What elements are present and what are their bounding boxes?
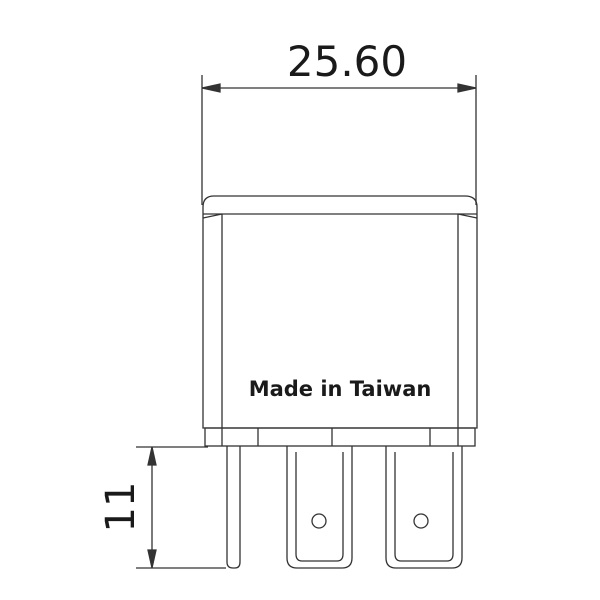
blade-terminal-2-outline <box>385 446 463 569</box>
width-dimension <box>201 75 477 205</box>
relay-body-outline <box>202 195 478 429</box>
arrowhead-up-icon <box>147 446 157 466</box>
relay-base-strip <box>204 427 476 447</box>
blade-terminal-1 <box>286 446 353 569</box>
blade-terminal-1-inner <box>295 452 344 562</box>
relay-base <box>204 427 476 447</box>
thin-pin <box>226 446 241 569</box>
blade-terminal-2-inner <box>394 452 454 562</box>
blade-terminal-1-outline <box>286 446 353 569</box>
relay-cap-corner-left <box>202 213 223 219</box>
relay-body-label: Made in Taiwan <box>249 377 432 401</box>
pin-length-dimension <box>136 446 226 569</box>
arrowhead-right-icon <box>457 83 477 93</box>
pin-length-dimension-label: 11 <box>98 482 144 533</box>
terminal-hole-icon <box>311 513 327 529</box>
relay-cap-corner-right <box>457 213 478 219</box>
arrowhead-left-icon <box>201 83 221 93</box>
relay-body <box>202 195 478 429</box>
blade-terminal-2 <box>385 446 463 569</box>
terminal-hole-icon <box>413 513 429 529</box>
thin-pin-outline <box>226 446 241 569</box>
width-dimension-label: 25.60 <box>287 37 407 86</box>
arrowhead-down-icon <box>147 549 157 569</box>
